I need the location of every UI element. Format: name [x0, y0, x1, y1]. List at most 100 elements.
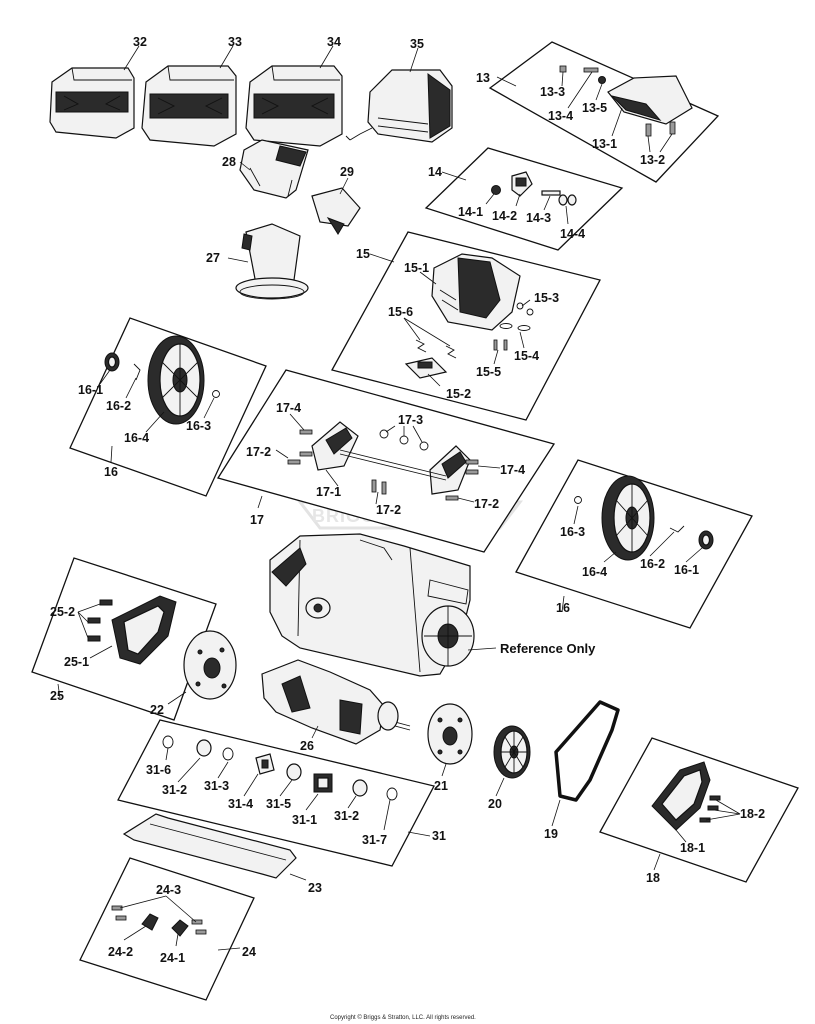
callout-19: 19	[544, 827, 558, 841]
callout-27: 27	[206, 251, 220, 265]
bearings-31-group	[162, 735, 398, 801]
charger-35	[345, 69, 453, 143]
belt-19	[554, 700, 620, 802]
panel-15	[331, 231, 601, 421]
wheel-16-4-right	[601, 475, 655, 561]
callout-15-4: 15-4	[514, 349, 539, 363]
callout-16-2-right: 16-2	[640, 557, 665, 571]
callout-31-2-a: 31-2	[162, 783, 187, 797]
callout-16-4-right: 16-4	[582, 565, 607, 579]
callout-16-2-left: 16-2	[106, 399, 131, 413]
chute-deflector-13-1	[607, 75, 693, 125]
drive-plate-21	[427, 703, 473, 765]
callout-26: 26	[300, 739, 314, 753]
hardware-15-group	[404, 302, 534, 379]
callout-13-1: 13-1	[592, 137, 617, 151]
callout-24-1: 24-1	[160, 951, 185, 965]
callout-17: 17	[250, 513, 264, 527]
callout-15-5: 15-5	[476, 365, 501, 379]
callout-13-4: 13-4	[548, 109, 573, 123]
callout-18-1: 18-1	[680, 841, 705, 855]
scraper-bar-23	[122, 813, 297, 879]
callout-17-2-b: 17-2	[376, 503, 401, 517]
hardware-17-group	[287, 429, 479, 501]
callout-18: 18	[646, 871, 660, 885]
callout-23: 23	[308, 881, 322, 895]
callout-16-1-left: 16-1	[78, 383, 103, 397]
callout-25-1: 25-1	[64, 655, 89, 669]
callout-16-1-right: 16-1	[674, 563, 699, 577]
panel-31	[117, 719, 435, 867]
callout-32: 32	[133, 35, 147, 49]
hardware-25-group	[87, 599, 113, 642]
battery-33	[141, 65, 237, 147]
copyright-notice: Copyright © Briggs & Stratton, LLC. All …	[330, 1014, 476, 1021]
hardware-16-right-group	[574, 496, 714, 550]
callout-25: 25	[50, 689, 64, 703]
hardware-16-left-group	[104, 352, 220, 398]
battery-34	[245, 65, 343, 147]
callout-16-right: 16	[556, 601, 570, 615]
callout-29: 29	[340, 165, 354, 179]
hardware-14-group	[491, 171, 577, 206]
callout-31-6: 31-6	[146, 763, 171, 777]
wheel-16-4-left	[147, 335, 205, 425]
callout-13-5: 13-5	[582, 101, 607, 115]
callout-22: 22	[150, 703, 164, 717]
side-plate-25-1	[111, 595, 177, 665]
callout-18-2: 18-2	[740, 807, 765, 821]
callout-28: 28	[222, 155, 236, 169]
hardware-18-group	[699, 795, 721, 823]
callout-17-4-a: 17-4	[276, 401, 301, 415]
battery-32	[49, 67, 135, 139]
axle-frame-17-1	[311, 421, 471, 495]
panel-14	[424, 147, 624, 251]
callout-31-7: 31-7	[362, 833, 387, 847]
callout-24: 24	[242, 945, 256, 959]
callout-13: 13	[476, 71, 490, 85]
callout-31-4: 31-4	[228, 797, 253, 811]
callout-31-5: 31-5	[266, 797, 291, 811]
callout-17-1: 17-1	[316, 485, 341, 499]
callout-13-2: 13-2	[640, 153, 665, 167]
callout-24-3: 24-3	[156, 883, 181, 897]
callout-14-2: 14-2	[492, 209, 517, 223]
callout-14-1: 14-1	[458, 205, 483, 219]
auger-housing	[269, 533, 475, 677]
callout-24-2: 24-2	[108, 945, 133, 959]
callout-25-2: 25-2	[50, 605, 75, 619]
reference-only-note: Reference Only	[500, 641, 596, 656]
callout-15-2: 15-2	[446, 387, 471, 401]
auger-26	[261, 659, 411, 745]
callout-21: 21	[434, 779, 448, 793]
chute-28	[239, 139, 309, 199]
callout-13-3: 13-3	[540, 85, 565, 99]
callout-17-2-c: 17-2	[474, 497, 499, 511]
callout-35: 35	[410, 37, 424, 51]
callout-16-left: 16	[104, 465, 118, 479]
chute-base-27	[235, 223, 309, 300]
motor-15-1	[431, 253, 521, 331]
callout-15: 15	[356, 247, 370, 261]
panel-13	[488, 41, 720, 183]
callout-17-2-a: 17-2	[246, 445, 271, 459]
callout-15-3: 15-3	[534, 291, 559, 305]
callout-31-3: 31-3	[204, 779, 229, 793]
chute-bracket-29	[311, 187, 361, 235]
callout-15-1: 15-1	[404, 261, 429, 275]
panel-24	[79, 857, 255, 1001]
callout-20: 20	[488, 797, 502, 811]
hardware-13-group	[559, 65, 676, 137]
callout-15-6: 15-6	[388, 305, 413, 319]
callout-16-3-left: 16-3	[186, 419, 211, 433]
callout-16-3-right: 16-3	[560, 525, 585, 539]
callout-31-2-b: 31-2	[334, 809, 359, 823]
callout-14: 14	[428, 165, 442, 179]
pulley-20	[493, 725, 531, 779]
callout-33: 33	[228, 35, 242, 49]
callout-14-4: 14-4	[560, 227, 585, 241]
callout-17-3: 17-3	[398, 413, 423, 427]
panel-18	[599, 737, 799, 883]
leader-lines	[57, 45, 741, 951]
